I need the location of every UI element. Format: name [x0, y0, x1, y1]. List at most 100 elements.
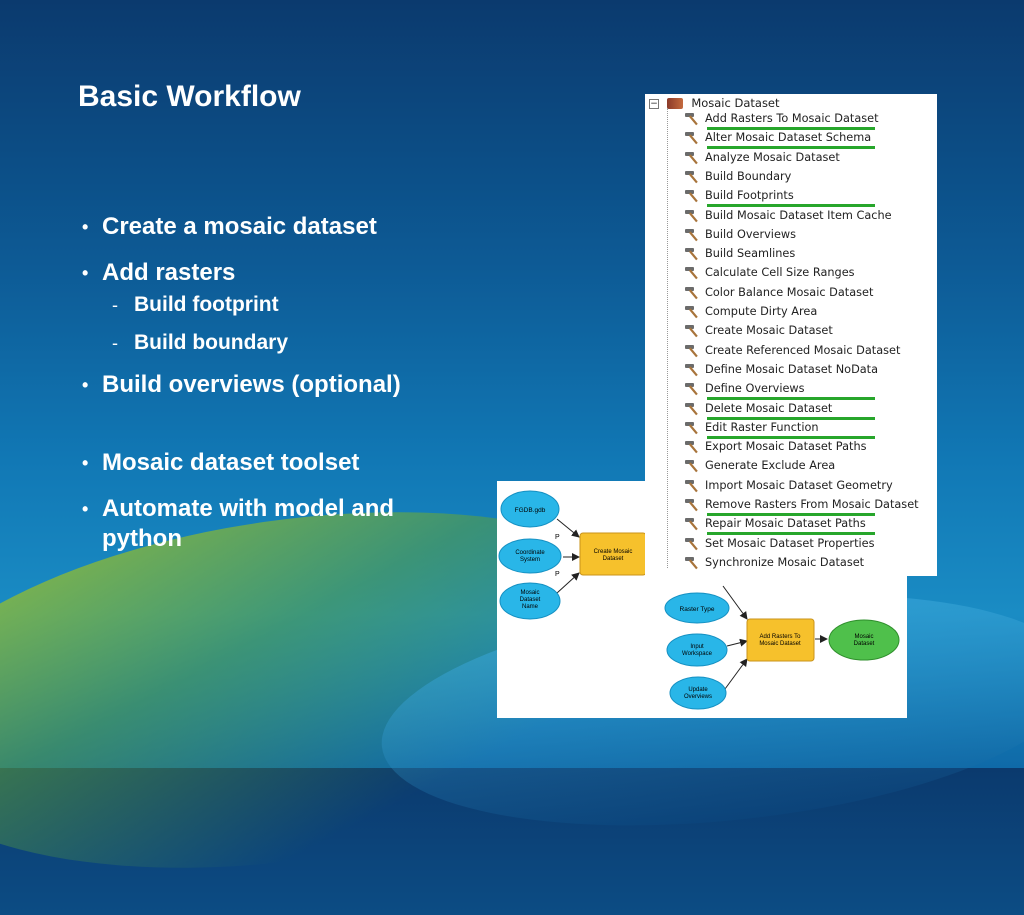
create-mosaic-dataset-tool-node[interactable]: Create Mosaic Dataset: [579, 532, 647, 576]
tool-item[interactable]: Build Seamlines: [683, 246, 795, 265]
tool-label: Build Overviews: [705, 227, 797, 241]
svg-text:Mosaic: Mosaic: [854, 634, 873, 640]
svg-text:Dataset: Dataset: [854, 641, 875, 647]
bullet-dot-icon: •: [82, 263, 89, 283]
tool-label: Set Mosaic Dataset Properties: [705, 536, 875, 550]
tool-item[interactable]: Create Mosaic Dataset: [683, 323, 833, 342]
hammer-icon: [683, 265, 701, 281]
hammer-icon: [683, 536, 701, 552]
highlight-underline: [707, 435, 875, 439]
tool-label: Define Overviews: [705, 382, 805, 396]
hammer-icon: [683, 285, 701, 301]
tool-item[interactable]: Create Referenced Mosaic Dataset: [683, 343, 900, 362]
tool-item[interactable]: Delete Mosaic Dataset: [683, 401, 875, 420]
tool-item[interactable]: Build Overviews: [683, 227, 796, 246]
tool-item[interactable]: Repair Mosaic Dataset Paths: [683, 516, 875, 536]
svg-text:Dataset: Dataset: [520, 597, 541, 603]
hammer-icon: [683, 150, 701, 166]
bullet-item: • Create a mosaic dataset: [82, 212, 482, 242]
tool-item[interactable]: Edit Raster Function: [683, 420, 875, 439]
tool-item[interactable]: Alter Mosaic Dataset Schema: [683, 130, 875, 150]
svg-text:Dataset: Dataset: [603, 556, 624, 562]
tool-item[interactable]: Color Balance Mosaic Dataset: [683, 285, 873, 304]
tool-item[interactable]: Define Mosaic Dataset NoData: [683, 362, 878, 381]
hammer-icon: [683, 458, 701, 474]
hammer-icon: [683, 208, 701, 224]
bullet-dot-icon: •: [82, 499, 89, 519]
tool-label: Build Mosaic Dataset Item Cache: [705, 208, 892, 222]
dash-icon: -: [112, 295, 118, 315]
bullet-dot-icon: •: [82, 453, 89, 473]
bullet-text: Build overviews (optional): [102, 371, 401, 398]
tool-label: Calculate Cell Size Ranges: [705, 266, 855, 280]
input-mosaic-dataset-name-node[interactable]: Mosaic Dataset Name: [499, 582, 561, 620]
input-raster-type-node[interactable]: Raster Type: [664, 592, 730, 624]
bullet-item: • Build overviews (optional): [82, 370, 482, 400]
svg-text:System: System: [520, 557, 540, 563]
tool-item[interactable]: Remove Rasters From Mosaic Dataset: [683, 497, 919, 516]
mosaic-dataset-toolset-panel: − Mosaic Dataset Add Rasters To Mosaic D…: [645, 94, 937, 576]
input-workspace-node[interactable]: Input Workspace: [666, 633, 728, 667]
tool-label: Generate Exclude Area: [705, 459, 836, 473]
input-coordinate-system-node[interactable]: Coordinate System: [498, 538, 562, 574]
tree-connector-line: [667, 108, 669, 568]
highlight-underline: [707, 146, 875, 150]
input-update-overviews-node[interactable]: Update Overviews: [669, 676, 727, 710]
toolset-root[interactable]: − Mosaic Dataset: [649, 96, 780, 110]
slide-title: Basic Workflow: [78, 80, 301, 113]
tool-label: Delete Mosaic Dataset: [705, 401, 833, 415]
bullet-item: • Add rasters: [82, 258, 482, 288]
param-marker: P: [555, 534, 560, 541]
hammer-icon: [683, 169, 701, 185]
bullet-text: Add rasters: [102, 259, 236, 286]
tool-label: Create Referenced Mosaic Dataset: [705, 343, 901, 357]
dash-icon: -: [112, 333, 118, 353]
tool-label: Repair Mosaic Dataset Paths: [705, 517, 866, 531]
tool-item[interactable]: Add Rasters To Mosaic Dataset: [683, 111, 879, 130]
highlight-underline: [707, 416, 875, 420]
toolset-root-label: Mosaic Dataset: [691, 96, 780, 110]
sub-bullet-item: - Build boundary: [82, 330, 482, 356]
hammer-icon: [683, 555, 701, 571]
hammer-icon: [683, 246, 701, 262]
svg-text:Update: Update: [688, 687, 708, 693]
tool-item[interactable]: Synchronize Mosaic Dataset: [683, 555, 864, 574]
svg-text:Input: Input: [690, 644, 704, 650]
highlight-underline: [707, 513, 875, 516]
tool-label: Synchronize Mosaic Dataset: [705, 555, 865, 569]
tool-item[interactable]: Set Mosaic Dataset Properties: [683, 536, 874, 555]
bullet-text: Automate with model and python: [102, 495, 395, 552]
tool-label: Build Footprints: [705, 189, 794, 203]
tool-label: Export Mosaic Dataset Paths: [705, 440, 867, 454]
svg-text:Raster Type: Raster Type: [680, 606, 715, 613]
tool-item[interactable]: Analyze Mosaic Dataset: [683, 150, 840, 169]
tool-label: Create Mosaic Dataset: [705, 324, 833, 338]
toolbox-icon: [666, 98, 683, 109]
tool-label: Build Boundary: [705, 169, 792, 183]
tool-item[interactable]: Compute Dirty Area: [683, 304, 817, 323]
tool-item[interactable]: Build Boundary: [683, 169, 791, 188]
tool-item[interactable]: Calculate Cell Size Ranges: [683, 265, 855, 284]
add-rasters-tool-node[interactable]: Add Rasters To Mosaic Dataset: [746, 618, 815, 662]
svg-text:Create Mosaic: Create Mosaic: [594, 549, 633, 555]
tool-item[interactable]: Export Mosaic Dataset Paths: [683, 439, 867, 458]
svg-text:Coordinate: Coordinate: [515, 550, 545, 556]
tool-item[interactable]: Define Overviews: [683, 381, 875, 401]
tool-item[interactable]: Import Mosaic Dataset Geometry: [683, 478, 893, 497]
tool-item[interactable]: Build Mosaic Dataset Item Cache: [683, 208, 892, 227]
highlight-underline: [707, 127, 875, 130]
svg-text:Workspace: Workspace: [682, 651, 713, 657]
bullet-item: • Automate with model and python: [82, 494, 462, 554]
input-fgdb-node[interactable]: FGDB.gdb: [500, 490, 560, 528]
collapse-icon[interactable]: −: [649, 98, 659, 109]
output-mosaic-dataset-node[interactable]: Mosaic Dataset: [828, 619, 900, 661]
tool-item[interactable]: Generate Exclude Area: [683, 458, 835, 477]
hammer-icon: [683, 401, 701, 417]
bullet-text: Mosaic dataset toolset: [102, 449, 360, 476]
tool-item[interactable]: Build Footprints: [683, 188, 875, 208]
hammer-icon: [683, 516, 701, 532]
svg-text:Mosaic Dataset: Mosaic Dataset: [759, 641, 801, 647]
sub-bullet-item: - Build footprint: [82, 292, 482, 318]
hammer-icon: [683, 304, 701, 320]
tool-label: Import Mosaic Dataset Geometry: [705, 478, 893, 492]
